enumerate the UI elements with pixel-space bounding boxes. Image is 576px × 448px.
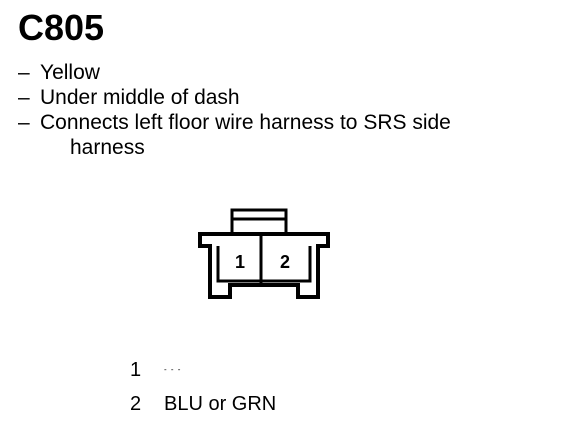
detail-text-continuation: harness xyxy=(70,136,145,159)
pin-wire-color: - - - xyxy=(164,365,182,374)
connector-cavity-frame xyxy=(216,246,312,283)
detail-item-color: – Yellow xyxy=(18,60,558,85)
pin-number: 1 xyxy=(130,359,142,381)
pin-row: 1 - - - xyxy=(130,355,276,389)
detail-item-connects: – Connects left floor wire harness to SR… xyxy=(18,110,558,160)
cavity-label-1: 1 xyxy=(235,252,245,272)
pin-assignment-list: 1 - - - 2 BLU or GRN xyxy=(130,355,276,419)
cavity-label-2: 2 xyxy=(280,252,290,272)
pin-number: 2 xyxy=(130,393,142,415)
pin-row: 2 BLU or GRN xyxy=(130,389,276,419)
detail-text: Yellow xyxy=(40,61,100,84)
connector-face-diagram: 1 2 xyxy=(198,208,330,299)
detail-item-location: – Under middle of dash xyxy=(18,85,558,110)
connector-details-list: – Yellow – Under middle of dash – Connec… xyxy=(18,60,558,160)
pin-wire-color: BLU or GRN xyxy=(164,393,277,415)
bullet-dash: – xyxy=(18,61,30,84)
connector-title: C805 xyxy=(18,7,105,48)
bullet-dash: – xyxy=(18,86,30,109)
detail-text: Connects left floor wire harness to SRS … xyxy=(40,111,451,134)
detail-text: Under middle of dash xyxy=(40,86,240,109)
bullet-dash: – xyxy=(18,111,30,134)
